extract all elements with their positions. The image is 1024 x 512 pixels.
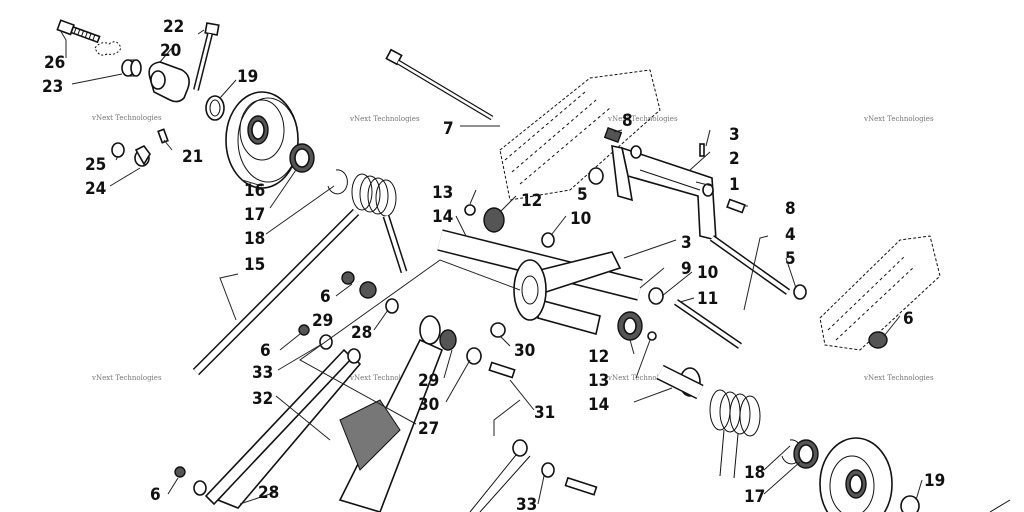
callout-19: 19 [924,471,945,491]
watermark: vNext Technologies [863,115,934,123]
callout-15: 15 [244,255,265,275]
callout-10: 10 [697,263,718,283]
callout-6: 6 [150,485,161,505]
callout-26: 26 [44,53,65,73]
callout-5: 5 [577,185,588,205]
callout-32: 32 [252,389,273,409]
callout-24: 24 [85,179,106,199]
callout-16: 16 [244,181,265,201]
callout-33: 33 [252,363,273,383]
watermark: vNext Technologies [349,374,420,382]
callout-2: 2 [729,149,740,169]
callout-22: 22 [163,17,184,37]
callout-28: 28 [258,483,279,503]
callout-8: 8 [785,199,796,219]
lower-right-parts [709,389,1011,512]
watermark: vNext Technologies [607,115,678,123]
watermark: vNext Technologies [607,374,678,382]
watermark: vNext Technologies [349,115,420,123]
callout-17: 17 [744,487,765,507]
callout-29: 29 [418,371,439,391]
callout-13: 13 [588,371,609,391]
spring-and-rod [192,173,408,376]
callout-23: 23 [42,77,63,97]
callout-13: 13 [432,183,453,203]
callout-33: 33 [516,495,537,512]
callout-labels: 26 23 22 20 19 25 24 21 16 17 18 15 7 8 … [42,17,945,512]
callout-14: 14 [588,395,609,415]
long-bolt [385,48,494,121]
callout-27: 27 [418,419,439,439]
watermark: vNext Technologies [91,374,162,382]
callout-7: 7 [443,119,454,139]
side-plates [499,69,941,351]
right-small-parts [588,127,888,349]
callout-30: 30 [418,395,439,415]
watermark: vNext Technologies [863,374,934,382]
callout-17: 17 [244,205,265,225]
callout-3: 3 [681,233,692,253]
callout-4: 4 [785,225,796,245]
callout-5: 5 [785,249,796,269]
callout-12: 12 [588,347,609,367]
leader-lines [59,29,923,505]
callout-25: 25 [85,155,106,175]
callout-12: 12 [521,191,542,211]
callout-10: 10 [570,209,591,229]
callout-6: 6 [260,341,271,361]
callout-29: 29 [312,311,333,331]
callout-6: 6 [320,287,331,307]
watermark: vNext Technologies [91,114,162,122]
callout-11: 11 [697,289,718,309]
mount-bracket [611,144,717,242]
lower-arms [174,271,704,512]
center-pivot [437,204,742,349]
callout-14: 14 [432,207,453,227]
callout-28: 28 [351,323,372,343]
callout-1: 1 [729,175,740,195]
callout-6: 6 [903,309,914,329]
upper-left-parts [56,19,348,195]
callout-9: 9 [681,259,692,279]
callout-19: 19 [237,67,258,87]
callout-20: 20 [160,41,181,61]
callout-8: 8 [622,111,633,131]
callout-30: 30 [514,341,535,361]
callout-18: 18 [744,463,765,483]
callout-18: 18 [244,229,265,249]
callout-3: 3 [729,125,740,145]
callout-21: 21 [182,147,203,167]
watermarks: vNext Technologies vNext Technologies vN… [91,114,934,382]
callout-31: 31 [534,403,555,423]
